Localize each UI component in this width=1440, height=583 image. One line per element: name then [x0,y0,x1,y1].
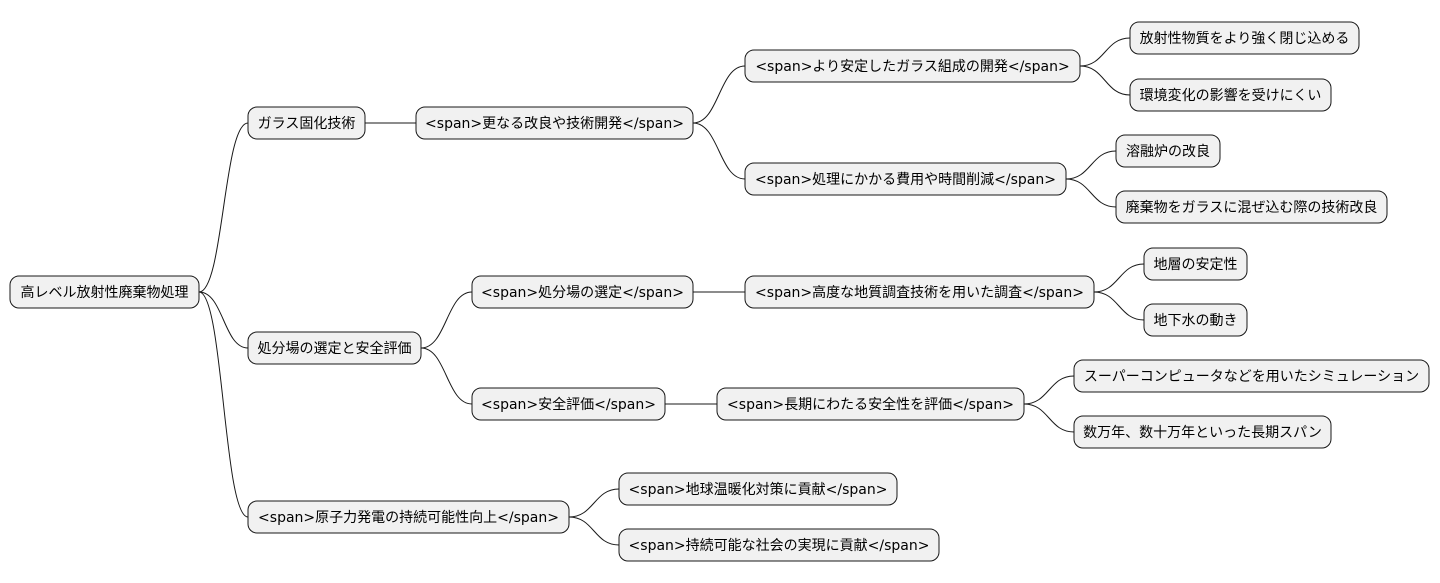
node-box [9,275,200,309]
edge-n2a1-n2a1a [1093,263,1145,293]
mindmap-node[interactable]: <span>持続可能な社会の実現に貢献</span> [618,528,940,562]
mindmap-node[interactable]: <span>処理にかかる費用や時間削減</span> [744,162,1067,196]
node-label: 高レベル放射性廃棄物処理 [21,284,189,301]
mindmap-node[interactable]: スーパーコンピュータなどを用いたシミュレーション [1073,359,1430,393]
mindmap-node[interactable]: 環境変化の影響を受けにくい [1129,78,1332,112]
mindmap-node[interactable]: 放射性物質をより強く閉じ込める [1129,21,1360,55]
node-box [415,106,694,140]
edge-n3-n3b [568,516,620,546]
node-box [716,387,1025,421]
node-label: 処分場の選定と安全評価 [258,340,412,357]
mindmap-node[interactable]: <span>処分場の選定</span> [471,275,694,309]
node-box [618,528,940,562]
node-label: <span>持続可能な社会の実現に貢献</span> [629,537,930,554]
mindmap-node[interactable]: <span>更なる改良や技術開発</span> [415,106,694,140]
node-label: <span>長期にわたる安全性を評価</span> [727,396,1014,413]
edge-n2b1-n2b1a [1023,375,1075,405]
edge-root-n1 [198,122,249,293]
node-box [1115,134,1221,168]
node-box [1115,190,1388,224]
node-label: <span>処分場の選定</span> [481,285,684,301]
mindmap-node[interactable]: 廃棄物をガラスに混ぜ込む際の技術改良 [1115,190,1388,224]
node-box [1143,303,1248,337]
node-box [471,275,694,309]
edge-n3-n3a [568,488,620,518]
node-box [1129,78,1332,112]
node-box [744,275,1095,309]
node-label: <span>高度な地質調査技術を用いた調査</span> [755,284,1084,301]
node-box [744,49,1081,83]
edge-n1a2-n1a2b [1065,178,1117,208]
node-label: 数万年、数十万年といった長期スパン [1083,425,1322,441]
node-box [744,162,1067,196]
mindmap-node[interactable]: <span>地球温暖化対策に貢献</span> [618,472,898,506]
node-label: <span>更なる改良や技術開発</span> [425,116,684,132]
node-box [1129,21,1360,55]
node-box [247,331,422,365]
node-label: 廃棄物をガラスに混ぜ込む際の技術改良 [1126,199,1378,216]
edge-n1a1-n1a1b [1079,65,1131,96]
mindmap-node[interactable]: <span>長期にわたる安全性を評価</span> [716,387,1025,421]
node-box [618,472,898,506]
node-label: 放射性物質をより強く閉じ込める [1140,31,1350,47]
edge-n1a-n1a1 [692,65,746,124]
mindmap-node[interactable]: <span>安全評価</span> [471,387,666,421]
node-label: <span>より安定したガラス組成の開発</span> [755,59,1069,75]
edge-root-n3 [198,291,249,518]
mindmap-edges [198,37,1145,546]
edge-n2-n2a [420,291,473,349]
mindmap-node[interactable]: 処分場の選定と安全評価 [247,331,422,365]
mindmap-nodes: 高レベル放射性廃棄物処理 ガラス固化技術 <span>更なる改良や技術開発</spa… [9,21,1430,562]
mindmap-root-node[interactable]: 高レベル放射性廃棄物処理 [9,275,200,309]
node-label: 環境変化の影響を受けにくい [1140,87,1322,104]
node-label: 地下水の動き [1154,313,1238,329]
node-label: 地層の安定性 [1154,257,1238,273]
node-box [247,106,366,140]
node-label: <span>原子力発電の持続可能性向上</span> [258,509,559,526]
node-box [1073,415,1332,449]
mindmap-node[interactable]: 数万年、数十万年といった長期スパン [1073,415,1332,449]
mindmap-node[interactable]: <span>原子力発電の持続可能性向上</span> [247,500,570,534]
edge-n2b1-n2b1b [1023,403,1075,433]
node-label: <span>地球温暖化対策に貢献</span> [629,481,888,498]
mindmap-node[interactable]: ガラス固化技術 [247,106,366,140]
node-box [1143,247,1248,281]
edge-n1a2-n1a2a [1065,150,1117,180]
mindmap-node[interactable]: <span>より安定したガラス組成の開発</span> [744,49,1081,83]
node-box [471,387,666,421]
mindmap-node[interactable]: 地下水の動き [1143,303,1248,337]
mindmap-node[interactable]: 溶融炉の改良 [1115,134,1221,168]
edge-n1a1-n1a1a [1079,37,1131,67]
edge-n2-n2b [420,347,473,405]
edge-n2a1-n2a1b [1093,291,1145,321]
node-label: スーパーコンピュータなどを用いたシミュレーション [1084,369,1419,385]
mindmap-node[interactable]: <span>高度な地質調査技術を用いた調査</span> [744,275,1095,309]
node-label: 溶融炉の改良 [1126,144,1210,160]
node-box [1073,359,1430,393]
node-label: <span>安全評価</span> [481,396,656,413]
mindmap-node[interactable]: 地層の安定性 [1143,247,1248,281]
edge-n1a-n1a2 [692,122,746,180]
node-label: ガラス固化技術 [258,116,356,132]
node-label: <span>処理にかかる費用や時間削減</span> [755,171,1056,188]
edge-root-n2 [198,291,249,349]
node-box [247,500,570,534]
